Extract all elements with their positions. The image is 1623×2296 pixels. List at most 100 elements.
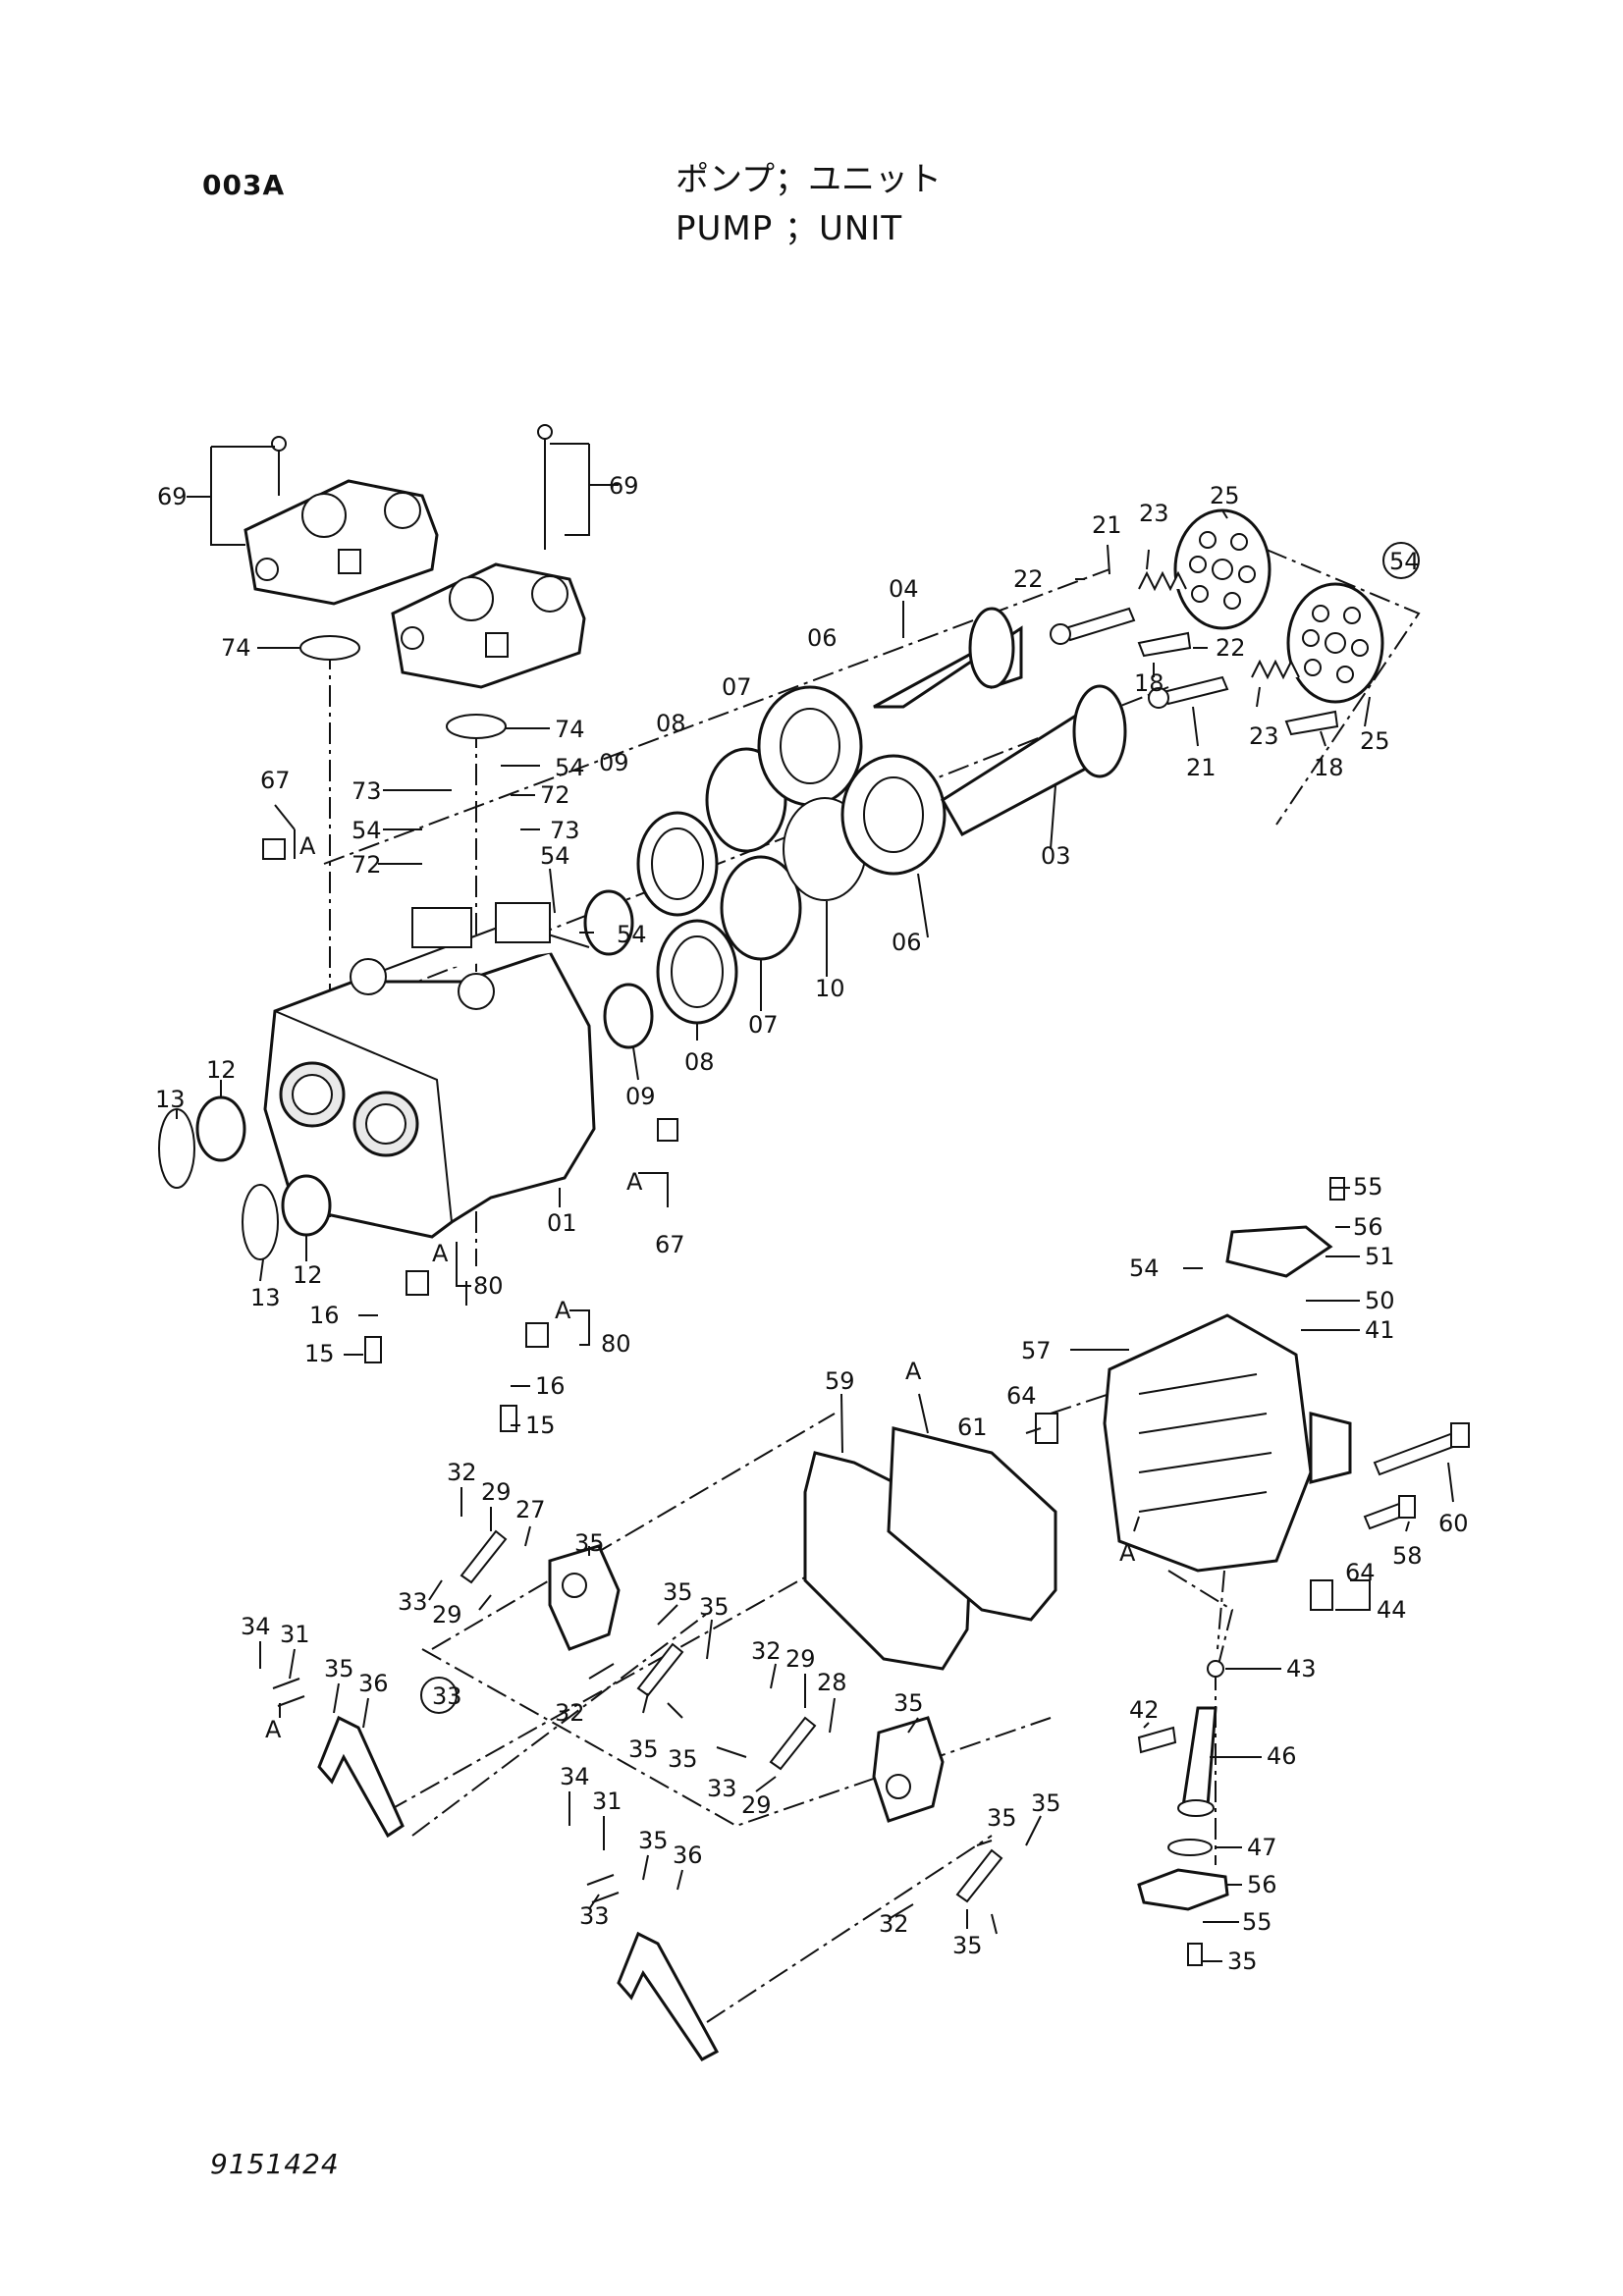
callout-28: 35 (893, 1689, 924, 1717)
oil-seal-12-upper (195, 1095, 246, 1162)
callout-47: 56 (1247, 1871, 1277, 1898)
callout-55: 35 (1227, 1948, 1258, 1975)
callout-23: 23 (1249, 722, 1279, 750)
callout-22: 22 (1216, 634, 1246, 662)
callout-32: 29 (481, 1478, 512, 1506)
ref-label-a: 64 (1345, 1559, 1376, 1586)
callout-80: 80 (473, 1272, 504, 1300)
plug-67-upper (262, 838, 286, 860)
lever-31-upper (317, 1715, 405, 1839)
nut-44 (1207, 1660, 1224, 1678)
snap-ring-13-lower (242, 1184, 279, 1260)
plug-80-left (406, 1270, 429, 1296)
callout-56: 56 (1353, 1213, 1383, 1241)
callout-54: 54 (352, 817, 382, 844)
link-32-b (636, 1642, 684, 1697)
callout-21: 21 (1186, 754, 1217, 781)
o-ring-46 (1167, 1839, 1213, 1856)
oil-seal-12-lower (281, 1174, 332, 1237)
page-title-japanese: ポンプ；ユニット (676, 160, 942, 199)
callout-35: 36 (673, 1842, 703, 1869)
ref-label-a: 54 (1389, 548, 1420, 575)
callout-74: 74 (221, 634, 251, 662)
callout-15: 15 (525, 1412, 556, 1439)
callout-55: 55 (1353, 1173, 1383, 1201)
callout-35: 32 (751, 1637, 782, 1665)
callout-35: 36 (358, 1670, 389, 1697)
callout-06: 06 (892, 929, 922, 956)
callout-15: 15 (304, 1340, 335, 1367)
ref-label-a: 33 (432, 1682, 462, 1710)
ref-circle-a-top (1382, 542, 1420, 579)
callout-04: 04 (889, 575, 919, 603)
callout-08: 08 (656, 710, 686, 737)
callout-03: 03 (1041, 842, 1071, 870)
part-shapes (158, 424, 1470, 2061)
link-32-a (460, 1529, 508, 1584)
callout-35: 33 (707, 1775, 737, 1802)
reference-markers (420, 542, 1420, 1714)
callout-34: 31 (280, 1621, 310, 1648)
callout-18: 18 (1134, 669, 1164, 697)
cover-plate-51 (1225, 1225, 1333, 1278)
seal-09-upper (583, 889, 634, 956)
callout-31: 35 (324, 1655, 354, 1682)
ref-label-a: A (555, 1297, 571, 1324)
callout-06: 06 (807, 624, 838, 652)
spring-23-upper (1138, 570, 1187, 592)
regulator-upper-left (243, 436, 439, 606)
callout-54: 54 (540, 842, 570, 870)
callout-69: 69 (157, 483, 188, 510)
callout-60: 58 (1392, 1542, 1423, 1570)
callout-25: 25 (1210, 482, 1240, 509)
leader-lines (176, 443, 1454, 1962)
callout-25: 25 (1360, 727, 1390, 755)
callout-09: 09 (625, 1083, 656, 1110)
spring-23-lower (1251, 659, 1300, 680)
callout-23: 23 (1139, 500, 1169, 527)
callout-35: 34 (241, 1613, 271, 1640)
callout-32: 35 (952, 1932, 983, 1959)
callout-33: 32 (555, 1699, 585, 1727)
cylinder-block-25-lower (1286, 582, 1384, 704)
callout-33: 29 (741, 1791, 772, 1819)
callout-33: 32 (879, 1910, 909, 1938)
callout-61: 60 (1438, 1510, 1469, 1537)
cylinder-block-25-upper (1173, 508, 1271, 630)
callout-54: 54 (1129, 1255, 1160, 1282)
callout-16: 16 (309, 1302, 340, 1329)
callout-08: 08 (684, 1048, 715, 1076)
callout-57: 59 (825, 1367, 855, 1395)
fitting-64-upper (1035, 1413, 1058, 1444)
bolt-55-lower (1187, 1943, 1203, 1966)
guide-18-upper (1137, 631, 1192, 658)
ref-label-a: A (432, 1240, 449, 1267)
callout-73: 73 (352, 777, 382, 805)
callout-73: 73 (550, 817, 580, 844)
callout-43: 42 (1129, 1696, 1160, 1724)
callout-64: 44 (1377, 1596, 1407, 1624)
callout-29: 35 (663, 1578, 693, 1606)
page-title-english: PUMP ；UNIT (676, 209, 903, 248)
callout-21: 21 (1092, 511, 1122, 539)
ref-label-a: A (299, 832, 316, 860)
guide-18-lower (1284, 710, 1339, 736)
callout-13: 13 (250, 1284, 281, 1311)
callout-46: 47 (1247, 1834, 1277, 1861)
ref-circle-a-bottom (420, 1677, 458, 1714)
plug-80-right (525, 1322, 549, 1348)
o-ring-74-right (446, 714, 507, 739)
callout-35: 33 (398, 1588, 428, 1616)
callout-54: 54 (555, 754, 585, 781)
callout-09: 09 (599, 749, 629, 776)
callout-32: 29 (785, 1645, 816, 1673)
plug-43 (1137, 1726, 1177, 1754)
callout-10: 10 (815, 975, 845, 1002)
callout-33: 29 (432, 1601, 462, 1629)
callout-35: 32 (447, 1459, 477, 1486)
spacer-07-lower (720, 855, 802, 961)
link-32-d (955, 1848, 1003, 1903)
callout-16: 16 (535, 1372, 566, 1400)
callout-67: 67 (260, 767, 291, 794)
callout-58: A (1119, 1539, 1136, 1567)
